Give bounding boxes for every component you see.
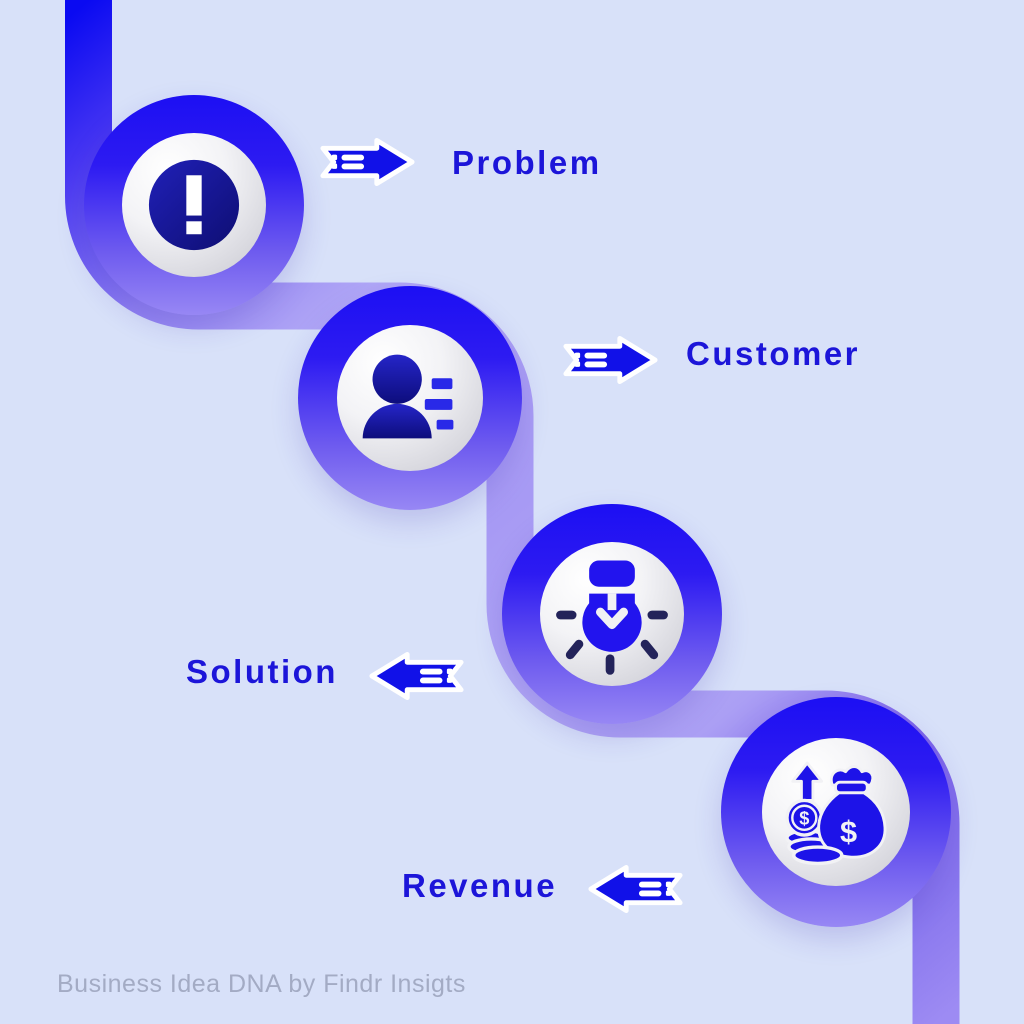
arrow-right-icon [320,137,415,187]
step-inner-circle [337,325,483,471]
svg-text:$: $ [840,814,857,849]
lightbulb-icon [556,560,668,675]
money-bag-icon: $ $ [785,761,887,866]
step-circle-customer [298,286,522,510]
step-inner-circle: $ $ [762,738,910,886]
arrow-right-icon [563,335,658,385]
step-inner-circle [540,542,684,686]
step-circle-problem [84,95,304,315]
footer-credit: Business Idea DNA by Findr Insigts [57,970,466,998]
step-label-customer: Customer [686,335,861,372]
step-label-problem: Problem [452,144,602,181]
exclamation-icon [148,159,240,251]
step-label-solution: Solution [186,653,338,690]
arrow-left-icon [369,651,464,701]
step-inner-circle [122,133,266,277]
svg-text:$: $ [799,807,809,828]
person-icon [362,354,454,439]
arrow-left-icon [588,864,683,914]
step-circle-solution [502,504,722,724]
step-label-revenue: Revenue [402,867,558,904]
step-circle-revenue: $ $ [721,697,951,927]
